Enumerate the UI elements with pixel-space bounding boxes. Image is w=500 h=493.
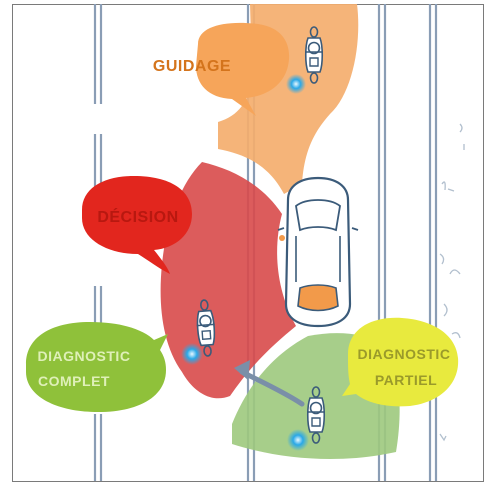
diagnostic-complet-label-line1: DIAGNOSTIC [38, 348, 131, 364]
guidage-label: GUIDAGE [153, 58, 231, 75]
traffic-scene: GUIDAGE DÉCISION DIAGNOSTIC COMPLET DIAG… [12, 4, 483, 481]
roadside-sketch [440, 124, 464, 440]
diagnostic-complet-label-line2: COMPLET [38, 373, 110, 389]
diagnostic-partiel-bubble [342, 318, 458, 407]
car-icon [278, 178, 358, 326]
diagnostic-partiel-label-line1: DIAGNOSTIC [358, 346, 451, 362]
diagnostic-complet-bubble [26, 322, 168, 412]
diagnostic-partiel-label-line2: PARTIEL [375, 372, 437, 388]
decision-label: DÉCISION [97, 207, 178, 226]
